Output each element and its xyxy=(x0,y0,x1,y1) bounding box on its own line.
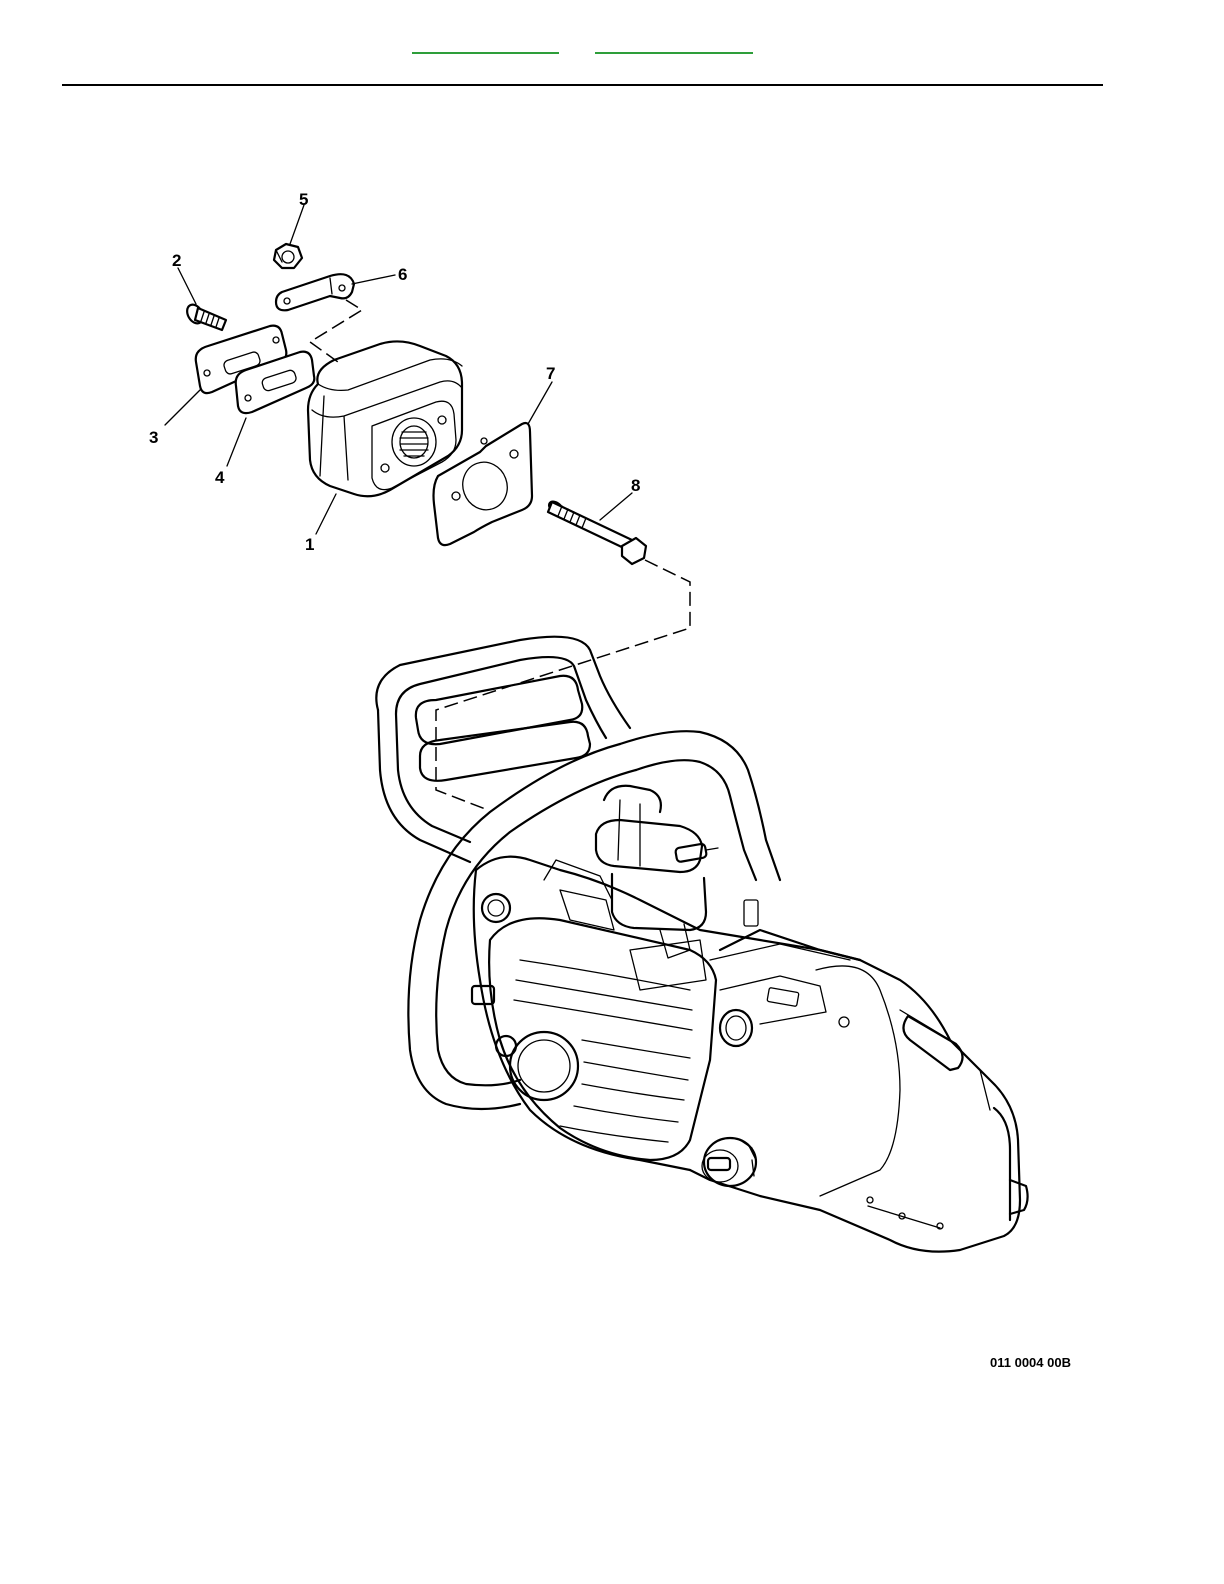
bracket-part xyxy=(276,274,354,310)
muffler-part xyxy=(308,341,462,496)
diagram-code: 011 0004 00B xyxy=(990,1355,1071,1370)
callout-8: 8 xyxy=(631,476,640,495)
callout-2: 2 xyxy=(172,251,181,270)
nut-part xyxy=(274,244,302,268)
callout-7: 7 xyxy=(546,364,555,383)
chainsaw-body xyxy=(376,637,1027,1252)
callout-5: 5 xyxy=(299,190,308,209)
stud-part xyxy=(547,499,646,564)
callout-6: 6 xyxy=(398,265,407,284)
callout-1: 1 xyxy=(305,535,314,554)
callout-3: 3 xyxy=(149,428,158,447)
callout-4: 4 xyxy=(215,468,225,487)
screw-part xyxy=(184,302,226,330)
